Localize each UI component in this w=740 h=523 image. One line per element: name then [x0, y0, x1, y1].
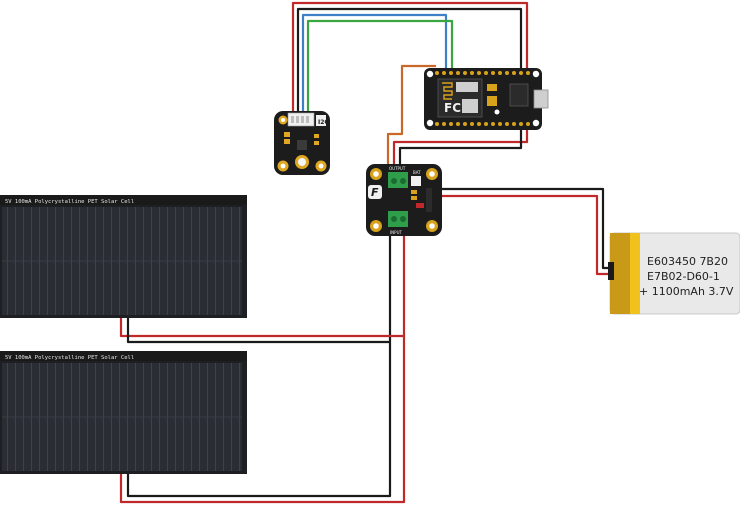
- charger-module: F OUTPUT BAT INPUT: [366, 164, 442, 236]
- charger-logo: F: [371, 186, 379, 199]
- wire-red-battery: [437, 194, 613, 276]
- wires: [119, 1, 613, 504]
- wire-green-top: [306, 19, 454, 113]
- battery-line-2: E7B02-D60-1: [647, 270, 720, 283]
- battery-line-1: E603450 7B20: [647, 255, 728, 268]
- wire-red-mcu: [392, 128, 529, 164]
- wire-black-panel1: [126, 318, 390, 344]
- wire-red-input: [119, 226, 406, 504]
- sensor-module: I2C: [274, 111, 330, 175]
- sensor-header-label: I2C: [318, 119, 329, 126]
- charger-input-label: INPUT: [390, 230, 403, 235]
- wire-orange: [386, 64, 436, 164]
- wire-black-input: [126, 226, 392, 498]
- battery-line-3: + 1100mAh 3.7V: [639, 285, 734, 298]
- solar-panel-2-label: 5V 100mA Polycrystalline PET Solar Cell: [5, 355, 134, 361]
- charger-bat-label: BAT: [413, 170, 421, 175]
- solar-panel-1-label: 5V 100mA Polycrystalline PET Solar Cell: [5, 199, 134, 205]
- wire-black-mcu: [398, 128, 523, 164]
- wire-blue-top: [301, 13, 448, 113]
- wire-black-battery: [437, 187, 613, 270]
- battery: E603450 7B20 E7B02-D60-1 + 1100mAh 3.7V: [608, 232, 740, 315]
- charger-input-terminal: [388, 211, 408, 227]
- mcu-board: FC: [424, 68, 549, 130]
- wire-red-top: [291, 1, 529, 113]
- mcu-fcc-mark: FC: [444, 101, 461, 115]
- solar-panel-1: 5V 100mA Polycrystalline PET Solar Cell: [0, 195, 247, 318]
- wire-red-panel1: [119, 318, 404, 338]
- wire-black-top: [296, 7, 523, 113]
- solar-panel-2: 5V 100mA Polycrystalline PET Solar Cell: [0, 351, 247, 474]
- charger-output-label: OUTPUT: [389, 166, 406, 171]
